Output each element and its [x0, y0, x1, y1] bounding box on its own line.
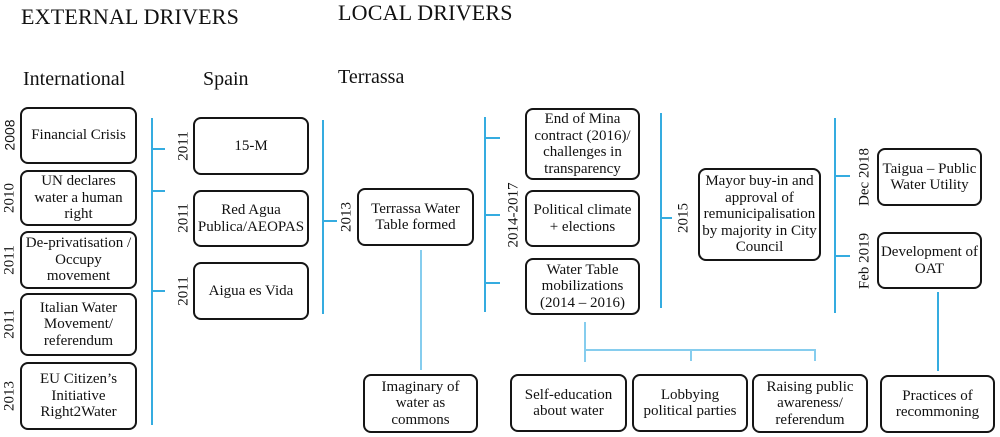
timeline-tick [484, 282, 500, 284]
year-label: 2011 [175, 276, 192, 306]
event-taigua-utility: Taigua – Public Water Utility [877, 148, 982, 206]
event-water-table-formed: Terrassa Water Table formed [357, 188, 474, 246]
timeline-tick [484, 214, 500, 216]
local-drivers-heading: LOCAL DRIVERS [338, 0, 513, 25]
event-italian-water-movement: Italian Water Movement/ referendum [20, 293, 137, 356]
year-label: 2011 [175, 131, 192, 161]
mayor-timeline-line [660, 113, 662, 308]
event-aigua-es-vida: Aigua es Vida [193, 262, 309, 320]
year-label: 2011 [175, 203, 192, 233]
timeline-tick [834, 175, 850, 177]
international-timeline-line [151, 118, 153, 425]
timeline-tick [151, 148, 165, 150]
timeline-tick [151, 290, 165, 292]
timeline-tick [484, 137, 500, 139]
practice-imaginary-of-commons: Imaginary of water as commons [363, 374, 478, 433]
spain-column-title: Spain [203, 68, 249, 90]
international-column-title: International [23, 68, 126, 90]
practice-self-education: Self-education about water [510, 374, 627, 432]
terrassa-column-title: Terrassa [338, 66, 405, 88]
event-de-privatisation: De-privatisation / Occupy movement [20, 231, 137, 289]
timeline-tick [151, 190, 165, 192]
timeline-tick [322, 220, 337, 222]
branch-tick [814, 349, 816, 361]
event-un-human-right: UN declares water a human right [20, 170, 137, 226]
imaginary-connector [420, 250, 422, 370]
branch-tick [690, 349, 692, 361]
year-label: 2008 [1, 119, 18, 151]
event-financial-crisis: Financial Crisis [20, 107, 137, 164]
year-label: Feb 2019 [856, 232, 873, 290]
year-label: 2011 [1, 309, 18, 339]
spain-timeline-line [322, 120, 324, 314]
year-label: 2013 [338, 202, 355, 232]
practice-recommoning: Practices of recommoning [880, 375, 995, 433]
year-label: 2010 [1, 183, 18, 213]
event-mayor-approval: Mayor buy-in and approval of remunicipal… [698, 168, 821, 261]
year-label: 2014-2017 [505, 182, 522, 248]
year-label: Dec 2018 [856, 148, 873, 206]
year-label: 2015 [675, 203, 692, 233]
practices-branch-line [584, 349, 816, 351]
year-label: 2013 [1, 381, 18, 411]
practice-raising-awareness: Raising public awareness/ referendum [752, 374, 868, 433]
event-eu-right2water: EU Citizen’s Initiative Right2Water [20, 362, 137, 430]
event-development-of-oat: Development of OAT [877, 232, 982, 289]
practice-lobbying: Lobbying political parties [632, 374, 748, 432]
year-label: 2011 [1, 245, 18, 275]
event-red-agua-publica: Red Agua Publica/AEOPAS [193, 190, 309, 247]
event-political-climate: Political climate + elections [525, 190, 640, 247]
event-water-table-mobilizations: Water Table mobilizations (2014 – 2016) [525, 258, 640, 315]
mobilizations-connector [584, 322, 586, 362]
event-end-of-mina-contract: End of Mina contract (2016)/ challenges … [525, 108, 640, 180]
timeline-tick [834, 255, 850, 257]
outcomes-timeline-line [834, 118, 836, 313]
recommoning-connector [937, 292, 939, 371]
timeline-tick [660, 217, 672, 219]
event-15m: 15-M [193, 117, 309, 175]
external-drivers-heading: EXTERNAL DRIVERS [21, 4, 240, 29]
